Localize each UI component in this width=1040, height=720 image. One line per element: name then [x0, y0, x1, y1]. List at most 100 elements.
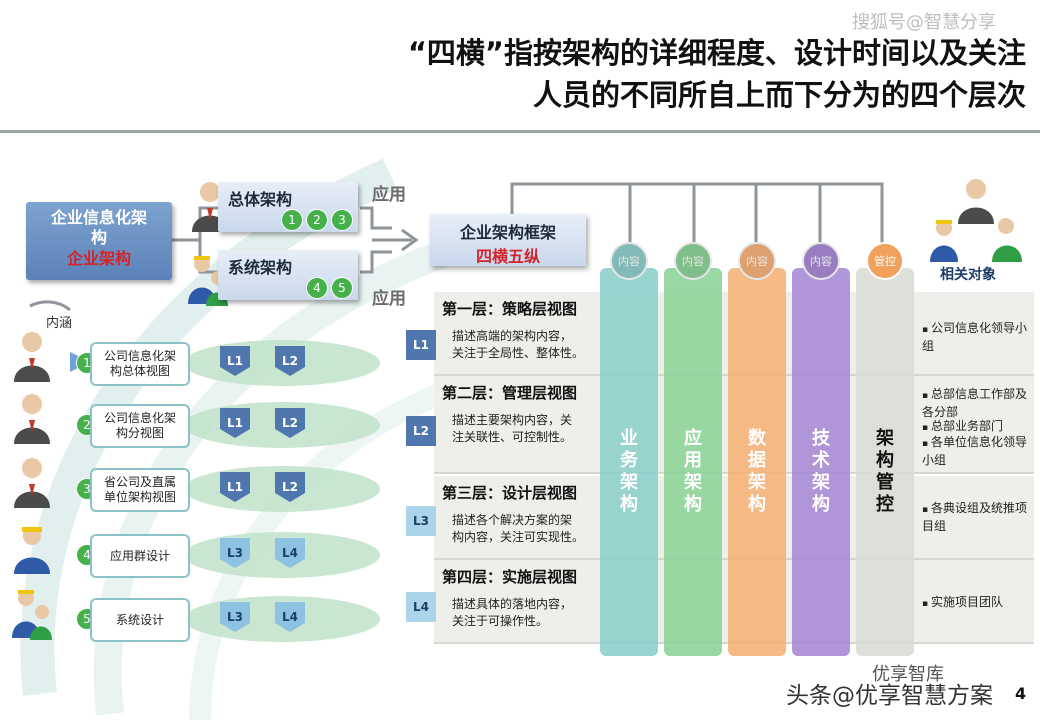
row-1-manager-person-icon — [14, 332, 50, 382]
layer-2-desc-line1: 描述主要架构内容，关 — [452, 413, 573, 427]
row-4-view-text: 应用群设计 — [110, 549, 170, 564]
watermark-bottom-right: 优享智库 — [872, 664, 944, 685]
layer-2-title: 第二层：管理层视图 — [442, 384, 578, 402]
row-2-view-text-line2: 构分视图 — [115, 426, 164, 440]
column-3-circle: 内容 — [738, 242, 776, 280]
row-5-engineers-person-icon — [12, 590, 52, 640]
row-2-view-text: 公司信息化架构分视图 — [104, 411, 176, 441]
row-2-view-box: 公司信息化架构分视图 — [90, 404, 190, 448]
target-2-item-3-text: 各单位信息化领导小组 — [922, 435, 1027, 467]
watermark-top: 搜狐号@智慧分享 — [852, 12, 996, 33]
row-1-level-badge-a: L1 — [220, 346, 250, 376]
column-2-circle: 内容 — [674, 242, 712, 280]
row-5-view-box: 系统设计 — [90, 598, 190, 642]
system-architecture-box: 系统架构 — [218, 250, 358, 300]
column-5-label: 架构管控 — [876, 428, 894, 515]
layer-2-desc-line2: 注关联性、可控制性。 — [452, 430, 573, 444]
system-num-4: 4 — [306, 277, 328, 299]
layer-3-level-tag: L3 — [406, 506, 436, 536]
overall-num-2: 2 — [306, 209, 328, 231]
layer-1-level-tag: L1 — [406, 330, 436, 360]
framework-box-line1: 企业架构框架 — [459, 223, 556, 242]
layer-2-level-tag: L2 — [406, 416, 436, 446]
column-2-label: 应用架构 — [684, 428, 702, 515]
target-3-item-1-bullet: ▪ — [922, 505, 931, 515]
related-objects-label: 相关对象 — [940, 267, 996, 283]
row-1-view-text-line1: 公司信息化架 — [103, 349, 176, 363]
row-3-view-box: 省公司及直属单位架构视图 — [90, 468, 190, 512]
target-2-item-1-text: 总部信息工作部及各分部 — [922, 387, 1027, 419]
column-5-circle: 管控 — [866, 242, 904, 280]
overall-num-3: 3 — [331, 209, 353, 231]
row-5-view-text-line1: 系统设计 — [115, 612, 164, 627]
target-2-item-2-text: 总部业务部门 — [930, 419, 1003, 433]
title-divider — [0, 130, 1040, 133]
layer-3-title: 第三层：设计层视图 — [442, 484, 578, 502]
target-4-item-1-text: 实施项目团队 — [930, 595, 1003, 609]
target-2-item-2: ▪ 总部业务部门 — [922, 418, 1034, 436]
layer-1-title: 第一层：策略层视图 — [442, 300, 578, 318]
target-3-item-1: ▪ 各典设组及统推项目组 — [922, 500, 1034, 534]
target-2-item-1: ▪ 总部信息工作部及各分部 — [922, 386, 1034, 420]
target-2-item-2-bullet: ▪ — [922, 423, 931, 433]
page-number: 4 — [1015, 684, 1027, 703]
system-architecture-label: 系统架构 — [228, 258, 293, 277]
apply-label-top: 应用 — [372, 185, 406, 205]
column-1-label: 业务架构 — [620, 428, 638, 515]
neihan-label: 内涵 — [46, 316, 73, 331]
layer-3-desc-line1: 描述各个解决方案的架 — [452, 513, 573, 527]
row-3-view-text: 省公司及直属单位架构视图 — [104, 475, 176, 505]
row-1-view-text-line2: 构总体视图 — [109, 364, 170, 378]
row-3-view-text-line1: 省公司及直属 — [103, 475, 176, 489]
row-4-worker-person-icon — [14, 527, 50, 574]
layer-4-desc-line1: 描述具体的落地内容， — [452, 597, 573, 611]
system-num-5: 5 — [331, 277, 353, 299]
layer-4-level-tag: L4 — [406, 592, 436, 622]
column-4-label: 技术架构 — [812, 428, 830, 515]
target-1-item-1: ▪ 公司信息化领导小组 — [922, 320, 1034, 354]
overall-num-1: 1 — [281, 209, 303, 231]
row-3-manager-person-icon — [14, 458, 50, 508]
title-line-1: “四横”指按架构的详细程度、设计时间以及关注 — [407, 36, 1026, 70]
target-2-item-1-bullet: ▪ — [922, 391, 931, 401]
column-2 — [664, 268, 722, 656]
column-4 — [792, 268, 850, 656]
column-5 — [856, 268, 914, 656]
row-2-view-text-line1: 公司信息化架 — [103, 411, 176, 425]
row-5-view-text: 系统设计 — [116, 613, 164, 628]
target-4-item-1-bullet: ▪ — [922, 599, 931, 609]
column-3 — [728, 268, 786, 656]
row-1-view-box: 公司信息化架构总体视图 — [90, 342, 190, 386]
column-1 — [600, 268, 658, 656]
target-2-item-3: ▪ 各单位信息化领导小组 — [922, 434, 1034, 468]
row-1-view-text: 公司信息化架构总体视图 — [104, 349, 176, 379]
target-1-item-1-text: 公司信息化领导小组 — [922, 321, 1027, 353]
enterprise-it-architecture-box: 企业信息化架 构 企业架构 — [26, 202, 172, 280]
row-3-view-text-line2: 单位架构视图 — [103, 490, 176, 504]
layer-4-desc-line2: 关注于可操作性。 — [452, 614, 549, 628]
enterprise-box-red-label: 企业架构 — [66, 249, 131, 268]
target-2-item-3-bullet: ▪ — [922, 439, 931, 449]
row-2-manager-person-icon — [14, 394, 50, 444]
column-1-circle: 内容 — [610, 242, 648, 280]
enterprise-box-line2: 构 — [90, 228, 107, 247]
overall-architecture-label: 总体架构 — [228, 190, 293, 209]
target-1-item-1-bullet: ▪ — [922, 325, 931, 335]
framework-box-red-label: 四横五纵 — [475, 247, 540, 266]
target-3-item-1-text: 各典设组及统推项目组 — [922, 501, 1027, 533]
column-3-label: 数据架构 — [748, 428, 766, 515]
enterprise-box-line1: 企业信息化架 — [50, 208, 147, 227]
layer-4-title: 第四层：实施层视图 — [442, 568, 578, 586]
framework-box: 企业架构框架 四横五纵 — [430, 214, 586, 266]
row-4-view-box: 应用群设计 — [90, 534, 190, 578]
apply-label-bottom: 应用 — [372, 289, 406, 309]
related-people-icon — [930, 179, 1022, 262]
title-line-2: 人员的不同所自上而下分为的四个层次 — [532, 78, 1026, 112]
watermark-bottom: 头条@优享智慧方案 — [786, 683, 993, 709]
target-4-item-1: ▪ 实施项目团队 — [922, 594, 1034, 612]
layer-1-desc-line2: 关注于全局性、整体性。 — [452, 346, 585, 360]
column-4-circle: 内容 — [802, 242, 840, 280]
layer-1-desc-line1: 描述高端的架构内容， — [452, 329, 573, 343]
row-4-view-text-line1: 应用群设计 — [109, 548, 170, 563]
layer-3-desc-line2: 构内容，关注可实现性。 — [452, 530, 585, 544]
